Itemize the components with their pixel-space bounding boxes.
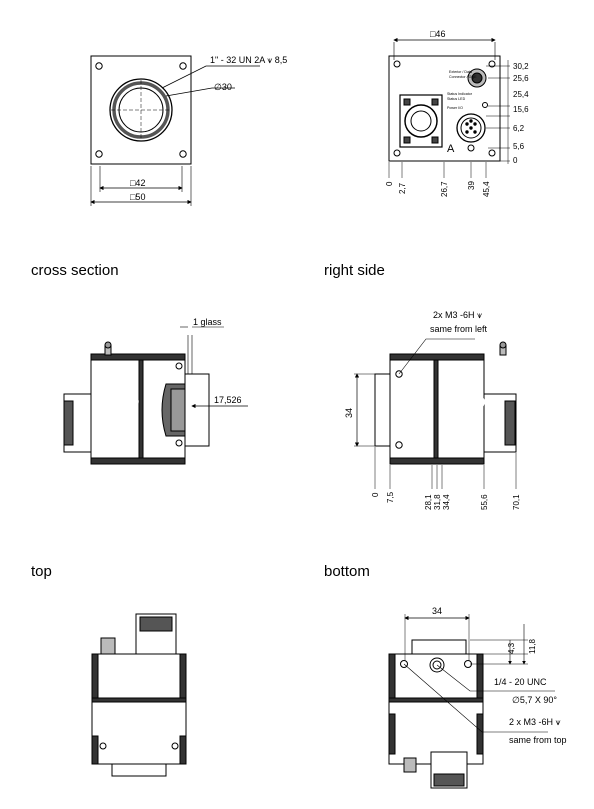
rs-bottom-dims: 0 7,5 28,1 31,8 34,4 55,6 70,1 <box>371 491 521 510</box>
rs-note-line2: same from left <box>430 324 488 334</box>
title-bottom: bottom <box>324 563 370 580</box>
title-cross-section: cross section <box>31 262 119 279</box>
back-dim-right-2: 25,4 <box>513 90 529 99</box>
cs-model: FXO <box>98 393 140 415</box>
dim-17526-label: 17,526 <box>214 395 242 405</box>
back-dim-right-0: 30,2 <box>513 62 529 71</box>
rs-dim-bottom-3: 31,8 <box>433 494 442 510</box>
diameter-label: ∅30 <box>214 82 232 92</box>
rs-dim-34-label: 34 <box>344 408 354 418</box>
top-view <box>91 613 187 777</box>
dim-42-label: □42 <box>130 178 145 188</box>
bottom-small-connector <box>403 757 417 773</box>
lens-mount-outer <box>109 78 173 142</box>
rs-brand: SVS-VISTEK <box>442 380 478 386</box>
bottom-dim-34-label: 34 <box>432 606 442 616</box>
back-dim-right-3: 15,6 <box>513 105 529 114</box>
rs-note-line1: 2x M3 -6H ⩛ <box>433 310 482 320</box>
top-small-connector <box>100 637 116 657</box>
back-letter-a: A <box>447 143 455 155</box>
front-screw-tr <box>179 62 187 70</box>
rs-dim-bottom-0: 0 <box>371 492 380 497</box>
tripod-line2: ∅5,7 X 90° <box>512 695 557 705</box>
back-dim-bottom-3: 39 <box>467 181 476 190</box>
front-screw-br <box>179 150 187 158</box>
back-dim-bottom-0: 0 <box>385 181 394 186</box>
rs-dim-bottom-4: 34,4 <box>442 494 451 510</box>
title-right-side: right side <box>324 262 385 279</box>
panel-label-3: Status Indicator <box>447 92 473 96</box>
rs-lens-mount <box>374 373 391 447</box>
gige-port-outline <box>399 94 443 148</box>
back-bottom-dims: 0 2,7 26,7 39 45,4 <box>385 181 491 197</box>
back-dim-right-5: 5,6 <box>513 142 525 151</box>
panel-label-4: Status LED <box>447 97 466 101</box>
front-screw-bl <box>95 150 103 158</box>
bottom-camera-body <box>388 653 484 765</box>
rs-model: FXO <box>444 393 486 415</box>
cross-section-view <box>63 326 248 465</box>
back-dim-right-1: 25,6 <box>513 74 529 83</box>
power-io-connector <box>456 113 486 143</box>
dim-50-label: □50 <box>130 192 145 202</box>
right-side-view <box>354 338 517 489</box>
bottom-lens-mount <box>411 639 467 655</box>
top-lens-mount <box>111 763 167 777</box>
rs-dim-bottom-6: 70,1 <box>512 494 521 510</box>
rs-dim-bottom-1: 7,5 <box>386 491 395 503</box>
bottom-dim-118-label: 11,8 <box>528 638 537 654</box>
panel-label-5: Power I/O <box>447 106 463 110</box>
back-right-dims: 30,2 25,6 25,4 15,6 6,2 5,6 0 <box>513 62 529 165</box>
holes-line1: 2 x M3 -6H ⩛ <box>509 717 561 727</box>
glass-label: 1 glass <box>193 317 222 327</box>
dim-46-label: □46 <box>430 29 445 39</box>
panel-label-2: Connector / GigE <box>449 75 477 79</box>
back-view <box>388 37 510 178</box>
back-dim-bottom-1: 2,7 <box>398 182 407 194</box>
back-dim-right-6: 0 <box>513 156 518 165</box>
thread-label: 1" - 32 UN 2A ⩛ 8,5 <box>210 55 287 65</box>
front-screw-tl <box>95 62 103 70</box>
cs-brand: SVS-VISTEK <box>96 380 132 386</box>
cs-lens-mount <box>184 373 210 447</box>
title-top: top <box>31 563 52 580</box>
back-dim-right-4: 6,2 <box>513 124 525 133</box>
bottom-dim-43-label: 4,3 <box>507 642 516 654</box>
tripod-hole <box>429 657 445 673</box>
status-led <box>482 102 488 108</box>
panel-label-1: Exterior / Data <box>449 70 472 74</box>
back-dim-bottom-2: 26,7 <box>440 181 449 197</box>
rs-dim-bottom-5: 55,6 <box>480 494 489 510</box>
bottom-view <box>388 614 555 789</box>
holes-line2: same from top <box>509 735 567 745</box>
tripod-line1: 1/4 - 20 UNC <box>494 677 547 687</box>
front-view <box>90 55 260 206</box>
rs-dim-bottom-2: 28,1 <box>424 494 433 510</box>
back-dim-bottom-4: 45,4 <box>482 181 491 197</box>
